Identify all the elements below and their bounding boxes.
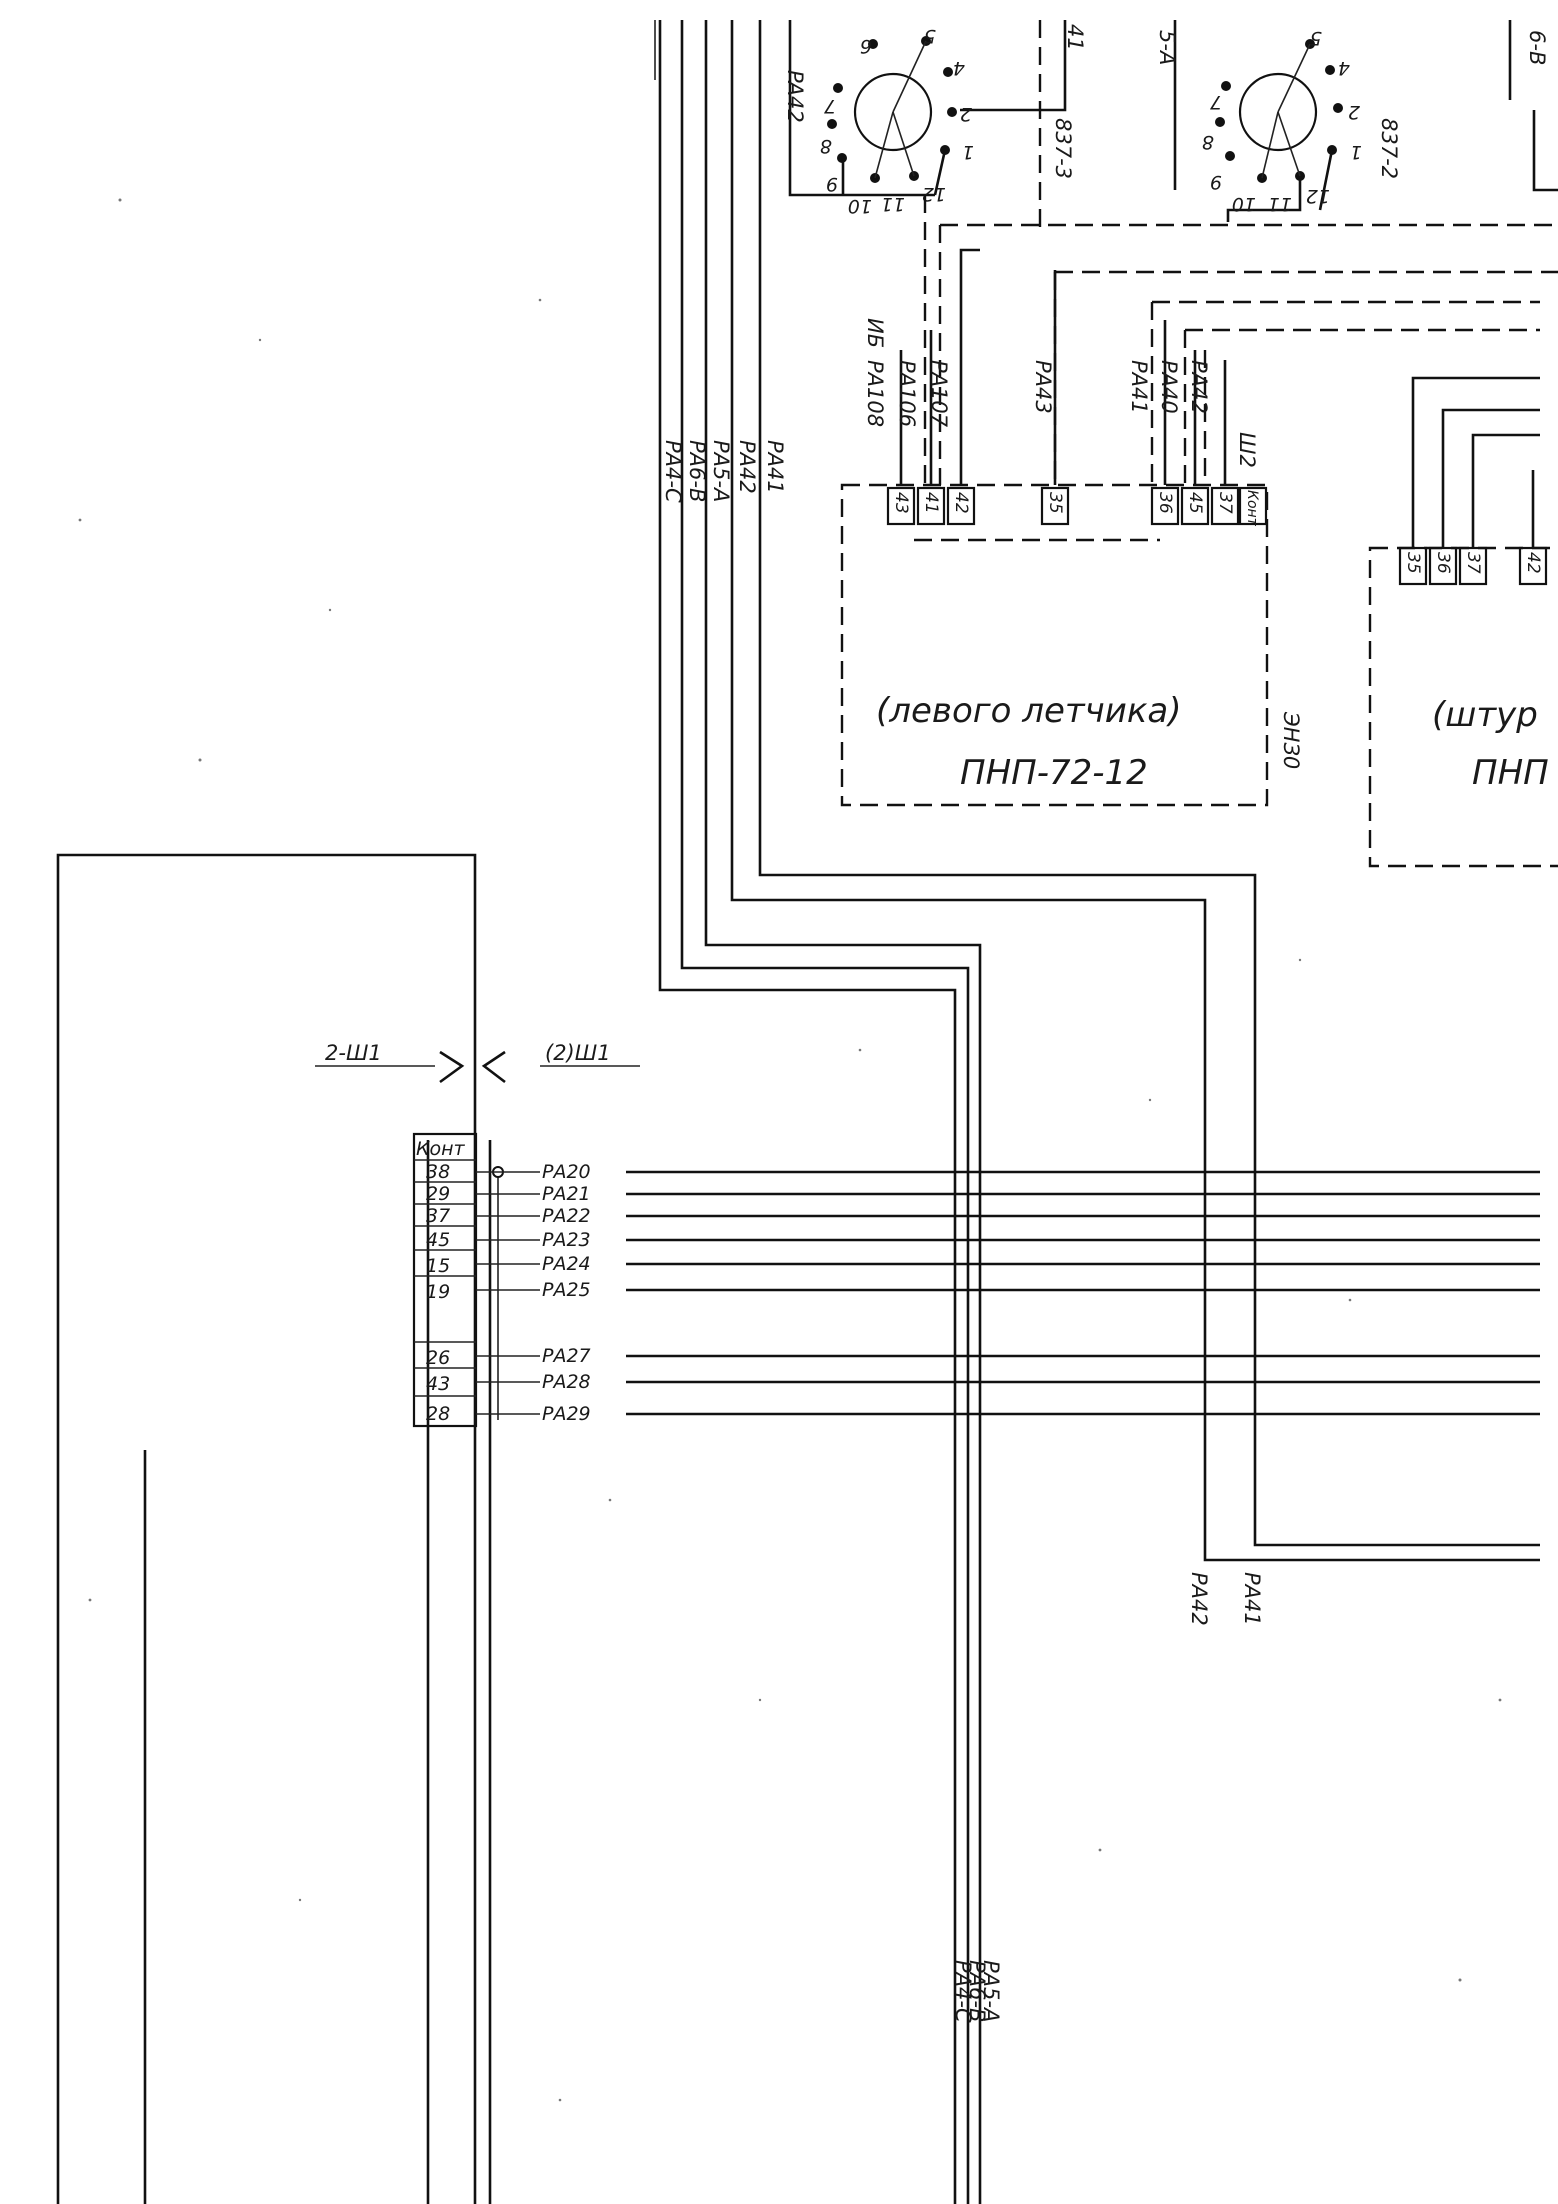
harness-connector: 2-Ш1 (2)Ш1 Конт 38 29 37 45 15 19 26: [56, 853, 1540, 2204]
bus-label: РА42: [735, 440, 759, 494]
switch-837-3-contacts: [827, 36, 957, 183]
contact-label: 12: [922, 183, 946, 205]
contact-label: 10: [848, 195, 872, 217]
switch-837-2: 5 4 2 1 12 11 10 9 8 7 837-2 5-A 6-B: [1155, 20, 1558, 222]
bus-bundle: [654, 20, 1540, 2204]
connector-label: Ш2: [1235, 432, 1259, 468]
pin-label: 36: [1433, 552, 1453, 574]
pin-label: 45: [1185, 492, 1205, 514]
bus-label: РА6-В: [965, 1960, 989, 2022]
contact-label: 2: [960, 103, 972, 125]
harness-wire-label: РА27: [542, 1345, 591, 1367]
bus-label: РА4-С: [661, 440, 685, 503]
contact-number: 43: [426, 1373, 450, 1395]
harness-wire-label: РА25: [542, 1279, 591, 1301]
bus-labels-top: РА41 РА42 РА5-А РА6-В РА4-С: [661, 440, 787, 503]
contact-label: 11: [1268, 193, 1292, 215]
switch-837-2-label: 837-2: [1377, 118, 1401, 179]
harness-wires: [626, 1170, 1540, 1416]
contact-label: 6: [860, 35, 872, 57]
block-ref: ЭНЗ0: [1279, 711, 1303, 769]
switch-837-2-right-label: 6-B: [1525, 30, 1549, 65]
contact-number: 26: [426, 1347, 450, 1369]
block-caption: (левого летчика): [876, 691, 1182, 731]
contact-label: 1: [962, 141, 974, 163]
contact-label: 8: [1202, 131, 1214, 153]
contact-number: 38: [426, 1161, 450, 1183]
pin-label: 41: [921, 492, 941, 514]
bus-label: РА41: [1240, 1572, 1264, 1626]
block-input-wires: [899, 248, 1227, 542]
pin-header: Конт: [1244, 490, 1260, 527]
contact-label: 5: [924, 25, 936, 47]
contact-label: 1: [1350, 141, 1362, 163]
bus-label: РА5-А: [979, 1960, 1003, 2022]
bus-label: РА5-А: [709, 440, 733, 502]
harness-wire-label: РА29: [542, 1403, 591, 1425]
block-name: ПНП-72-12: [960, 753, 1148, 793]
contact-label: 12: [1306, 185, 1330, 207]
pin-label: 42: [1523, 552, 1543, 574]
contact-number: 28: [426, 1403, 450, 1425]
contact-label: 4: [1338, 57, 1350, 79]
bus-labels-bottom: РА5-А РА6-В РА4-С: [951, 1960, 1003, 2023]
switch-837-3-label: 837-3: [1051, 118, 1075, 179]
wire-label: РА42: [1187, 360, 1211, 414]
pin-label: 43: [891, 492, 911, 514]
contact-label: 7: [824, 95, 836, 117]
pin-label: 37: [1463, 552, 1483, 574]
pin-label: 37: [1215, 492, 1235, 514]
pnp-72-12-left-block: 43 41 42 35 36 45 37 Конт РА108 РА106 РА…: [840, 248, 1303, 807]
switch-837-3-wire-label: PA42: [783, 70, 807, 123]
contact-number: 45: [426, 1229, 450, 1251]
connector-pins: [886, 486, 1268, 526]
pin-label: 42: [951, 492, 971, 514]
harness-wire-label: РА21: [542, 1183, 591, 1205]
table-header: Конт: [416, 1138, 466, 1160]
wire-label: РА41: [1127, 360, 1151, 414]
contact-label: 2: [1348, 101, 1360, 123]
contact-label: 9: [826, 173, 838, 195]
bus-labels-mid: РА42 РА41: [1187, 1572, 1264, 1626]
plug-right-label: (2)Ш1: [545, 1041, 611, 1065]
contact-number: 15: [426, 1255, 450, 1277]
contact-label: 8: [820, 135, 832, 157]
wire-label: РА106: [895, 360, 919, 427]
plug-left-label: 2-Ш1: [325, 1041, 382, 1065]
harness-wire-label: РА23: [542, 1229, 591, 1251]
wire-label-extra: ИБ: [863, 318, 887, 348]
wire-label: РА43: [1031, 360, 1055, 414]
contact-label: 9: [1210, 171, 1222, 193]
wire-label: РА40: [1157, 360, 1181, 414]
pnp-right-block: 35 36 37 42 (штур ПНП: [1368, 376, 1558, 868]
harness-wire-label: РА28: [542, 1371, 591, 1393]
contact-number: 19: [426, 1281, 450, 1303]
harness-wire-label: РА20: [542, 1161, 591, 1183]
switch-837-3: 5 4 2 1 12 11 10 9 8 7 6 837-3 PA42 41: [783, 20, 1087, 230]
harness-wire-label: РА22: [542, 1205, 591, 1227]
contact-label: 5: [1310, 27, 1322, 49]
pin-label: 36: [1155, 492, 1175, 514]
switch-837-3-top-label: 41: [1063, 24, 1087, 51]
scan-noise: [78, 198, 1502, 2102]
bus-label: РА42: [1187, 1572, 1211, 1626]
contact-label: 10: [1232, 193, 1256, 215]
wire-label: РА108: [863, 360, 887, 427]
pin-label: 35: [1045, 492, 1065, 514]
contact-number: 37: [426, 1205, 450, 1227]
bus-label: РА6-В: [685, 440, 709, 502]
wire-label: РА107: [927, 360, 951, 428]
switch-837-2-left-label: 5-A: [1155, 30, 1179, 65]
contact-label: 7: [1210, 91, 1222, 113]
pin-label: 35: [1403, 552, 1423, 574]
contact-label: 11: [881, 193, 905, 215]
bus-label: РА4-С: [951, 1960, 975, 2023]
contact-label: 4: [953, 57, 965, 79]
bus-label: РА41: [763, 440, 787, 494]
contact-number: 29: [426, 1183, 450, 1205]
right-block-caption: (штур: [1432, 695, 1538, 735]
right-block-name: ПНП: [1472, 753, 1549, 793]
harness-wire-label: РА24: [542, 1253, 591, 1275]
